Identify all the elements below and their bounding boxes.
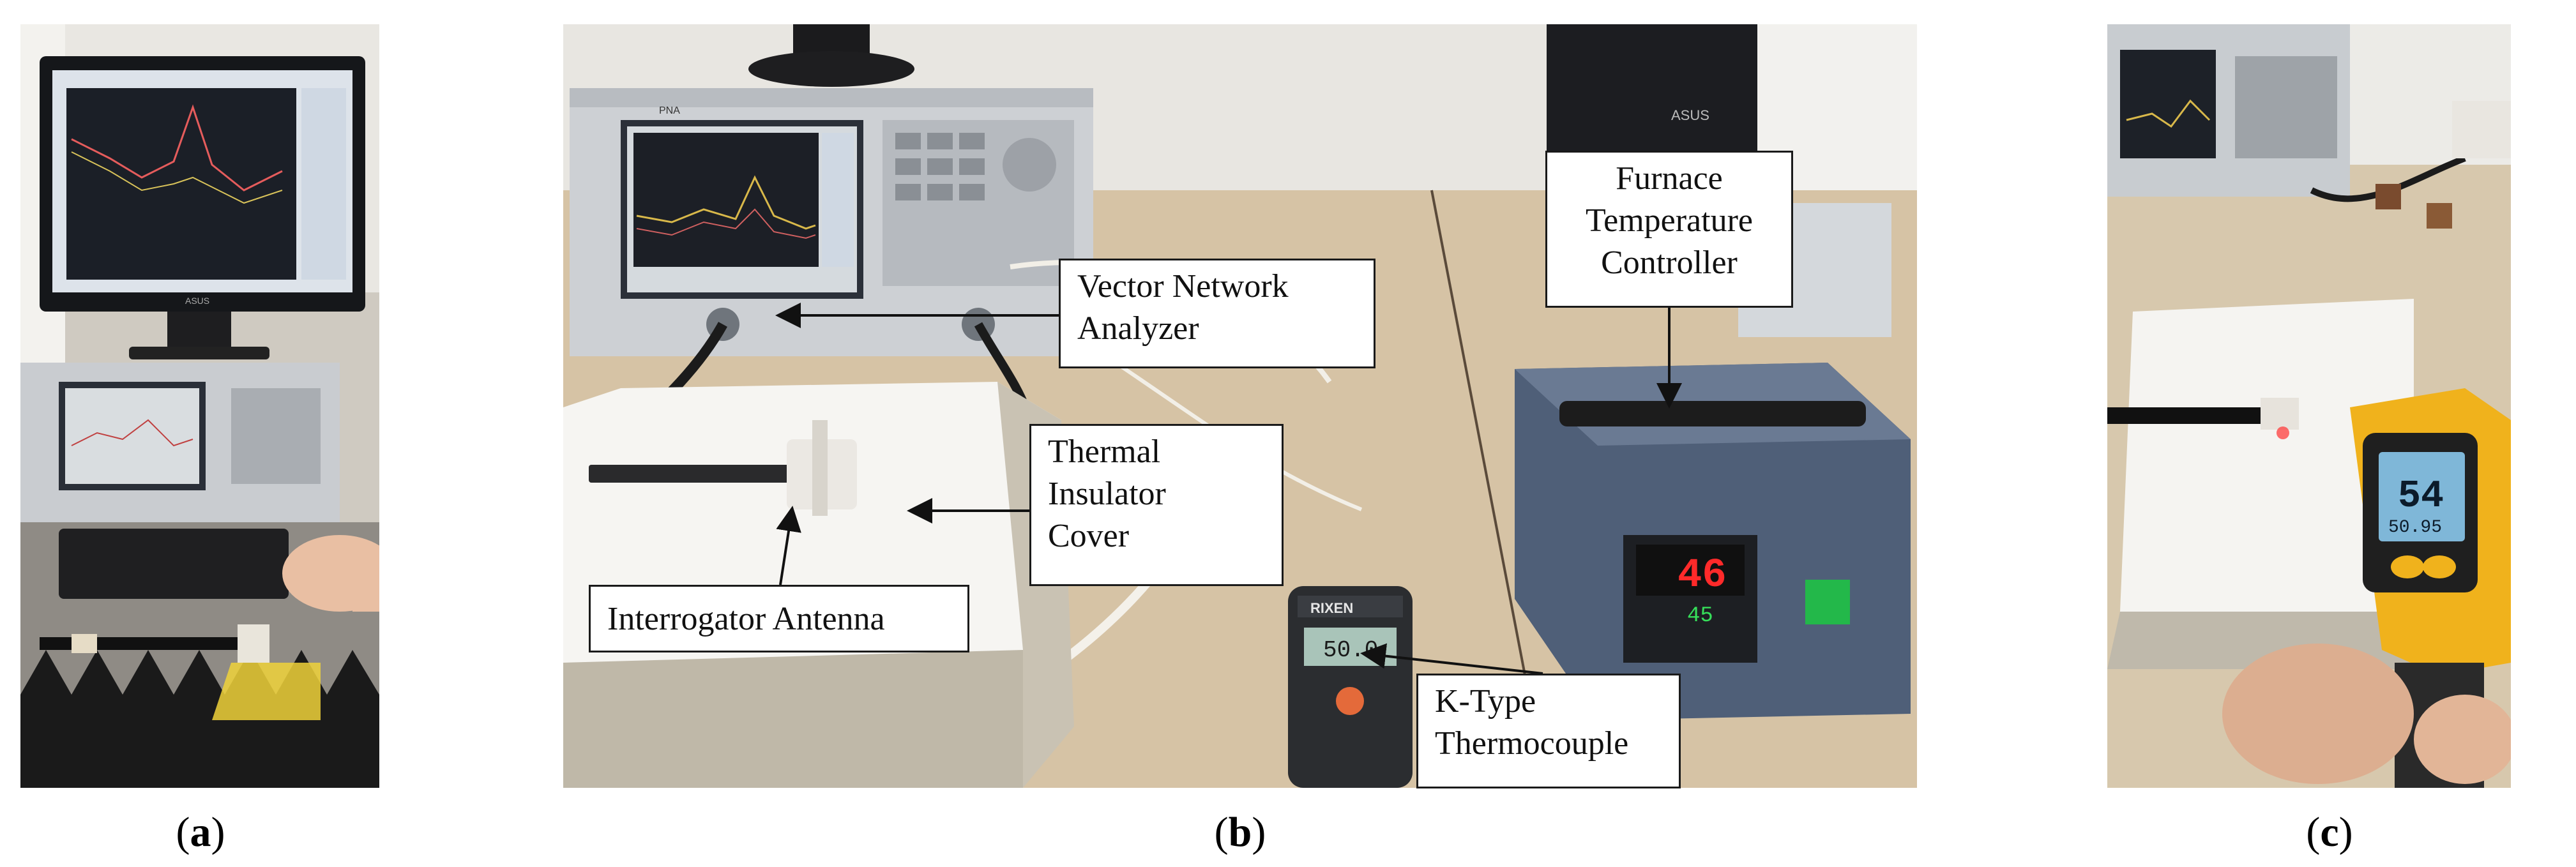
controller-pv-readout: 46 (1678, 553, 1727, 599)
callout-vector-network-analyzer: Vector Network Analyzer (1059, 259, 1375, 368)
callout-thermal-insulator-cover: Thermal Insulator Cover (1029, 424, 1284, 586)
caption-a-close: ) (211, 809, 225, 856)
keyboard (59, 529, 289, 599)
photo-panel-c: 54 50.95 (2107, 24, 2511, 788)
callout-k-type-thermocouple: K-Type Thermocouple (1416, 674, 1681, 788)
monitor-brand-label: ASUS (185, 296, 209, 306)
caption-a-open: ( (176, 809, 190, 856)
photo-c-illustration: 54 50.95 (2107, 24, 2511, 788)
hand-c (2222, 644, 2414, 784)
photo-b-illustration: PNA ASUS 46 45 RIXEN (563, 24, 1917, 788)
controller-power-switch (1805, 580, 1850, 624)
caption-a: (a) (149, 806, 252, 859)
caption-c-letter: c (2320, 809, 2339, 856)
photo-a-illustration: ASUS (20, 24, 379, 788)
ir-secondary-readout: 50.95 (2388, 518, 2442, 538)
photo-panel-b: PNA ASUS 46 45 RIXEN (563, 24, 1917, 788)
thermocouple-readout: 50.0 (1323, 637, 1378, 663)
caption-b-letter: b (1228, 809, 1252, 856)
caption-c-close: ) (2338, 809, 2353, 856)
analyzer-brand-label: PNA (659, 105, 680, 116)
thermocouple-brand-label: RIXEN (1310, 600, 1353, 616)
sample-holder (212, 663, 321, 720)
computer-tower (1547, 24, 1757, 152)
interrogator-antenna-rod (589, 465, 819, 483)
controller-sv-readout: 45 (1687, 604, 1713, 628)
caption-b-open: ( (1214, 809, 1229, 856)
caption-b: (b) (1189, 806, 1291, 859)
callout-interrogator-antenna: Interrogator Antenna (589, 585, 969, 652)
caption-c-open: ( (2306, 809, 2321, 856)
caption-a-letter: a (190, 809, 211, 856)
caption-c: (c) (2278, 806, 2381, 859)
antenna-rod-a (40, 637, 244, 650)
tower-brand-label: ASUS (1671, 107, 1709, 123)
caption-b-close: ) (1252, 809, 1266, 856)
photo-panel-a: ASUS (20, 24, 379, 788)
ir-primary-readout: 54 (2398, 475, 2444, 518)
callout-furnace-temperature-controller: Furnace Temperature Controller (1545, 151, 1793, 308)
insulator-c (2120, 299, 2414, 612)
